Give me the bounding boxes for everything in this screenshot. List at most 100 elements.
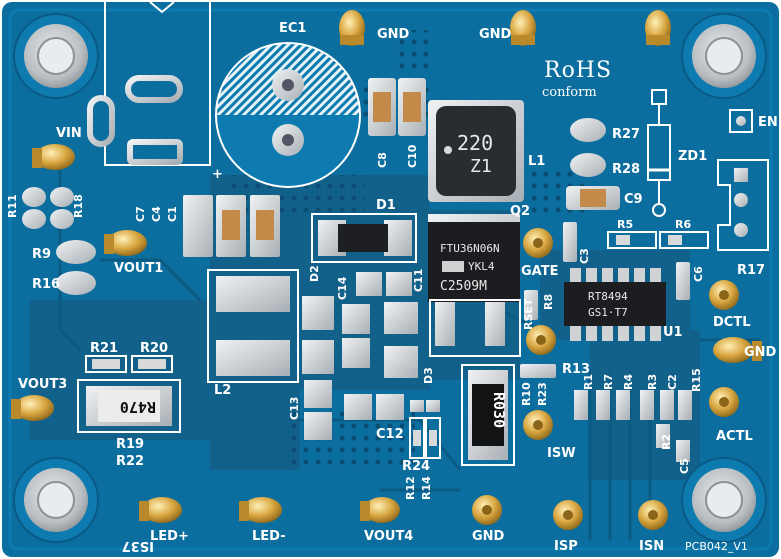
label-gnd: GND xyxy=(479,27,512,42)
ec1-capacitor-footprint: + xyxy=(212,42,361,188)
label-r15: R15 xyxy=(690,368,703,392)
inductor-l1-marking: 220 xyxy=(457,131,493,155)
test-pin-vout4[interactable] xyxy=(360,497,400,523)
test-pin-gate[interactable] xyxy=(523,228,553,258)
label-r6: R6 xyxy=(675,218,691,231)
board-conform-mark: conform xyxy=(542,85,597,100)
label-gnd: GND xyxy=(377,27,410,42)
label-isw: ISW xyxy=(547,446,576,461)
label-vout4: VOUT4 xyxy=(364,529,413,544)
capacitor-c8 xyxy=(368,78,396,136)
label-r23: R23 xyxy=(536,382,549,406)
mounting-hole xyxy=(13,457,99,543)
label-c5: C5 xyxy=(678,458,691,474)
test-pin-isn[interactable] xyxy=(638,500,668,530)
label-r14: R14 xyxy=(420,476,433,500)
label-c3: C3 xyxy=(578,248,591,264)
capacitor-c9 xyxy=(566,186,620,210)
test-pin-gnd[interactable] xyxy=(713,337,762,363)
label-c10: C10 xyxy=(406,144,419,168)
label-zd1: ZD1 xyxy=(678,149,707,164)
label-q2: Q2 xyxy=(510,204,530,219)
label-r20: R20 xyxy=(140,341,168,356)
label-vout3: VOUT3 xyxy=(18,377,67,392)
capacitor-c7 xyxy=(250,195,280,257)
mosfet-marking-brand: YKL4 xyxy=(468,260,495,273)
capacitor-c1 xyxy=(183,195,213,257)
label-r3: R3 xyxy=(646,374,659,390)
test-pin-rset[interactable] xyxy=(526,325,556,355)
mosfet-marking-2: C2509M xyxy=(440,279,487,294)
label-r28: R28 xyxy=(612,162,640,177)
inductor-l2 xyxy=(207,269,299,383)
label-c11: C11 xyxy=(412,269,425,292)
test-pin-actl[interactable] xyxy=(709,387,739,417)
sense-resistor-marking: R030 xyxy=(490,392,508,428)
mosfet-marking-1: FTU36N06N xyxy=(440,242,500,255)
connector-r17 xyxy=(717,159,769,251)
label-gate: GATE xyxy=(521,264,558,279)
label-c14: C14 xyxy=(336,276,349,300)
label-d3: D3 xyxy=(422,367,435,384)
label-r22: R22 xyxy=(116,454,144,469)
board-version: PCB042_V1 xyxy=(685,540,748,553)
label-isp: ISP xyxy=(554,539,578,554)
mosfet-q2: FTU36N06N YKL4 C2509M xyxy=(428,214,521,357)
label-r17: R17 xyxy=(737,263,765,278)
label-r16: R16 xyxy=(32,277,60,292)
label-r12: R12 xyxy=(404,476,417,500)
ic-u1-marking-2: GS1·T7 xyxy=(588,306,628,319)
label-u1: U1 xyxy=(663,325,683,340)
label-led-minus: LED- xyxy=(252,529,286,544)
test-pin-dctl[interactable] xyxy=(709,280,739,310)
label-r1: R1 xyxy=(582,374,595,390)
mounting-hole xyxy=(681,13,767,99)
label-r10: R10 xyxy=(520,382,533,406)
inductor-l1-marking-sub: Z1 xyxy=(470,156,492,177)
test-pin-vin[interactable] xyxy=(32,144,75,170)
label-r4: R4 xyxy=(622,374,635,390)
sense-resistor-r030: R030 xyxy=(461,364,515,466)
svg-text:+: + xyxy=(212,167,223,182)
board-rohs-mark: RoHS xyxy=(544,58,612,83)
test-pin-gnd[interactable] xyxy=(472,495,502,525)
diode-d1 xyxy=(311,213,417,263)
label-c1: C1 xyxy=(166,206,179,222)
label-r18: R18 xyxy=(72,194,85,218)
label-r13: R13 xyxy=(562,362,590,377)
test-pin-vout3[interactable] xyxy=(11,395,54,421)
label-r24: R24 xyxy=(402,459,430,474)
test-pin-vout1[interactable] xyxy=(104,230,147,256)
label-vout1: VOUT1 xyxy=(114,261,163,276)
label-en: EN xyxy=(758,115,778,130)
capacitor-c10 xyxy=(398,78,426,136)
inductor-l1: 220 Z1 xyxy=(428,100,524,202)
test-pin-led-plus[interactable] xyxy=(139,497,182,523)
label-actl: ACTL xyxy=(716,429,753,444)
label-d1: D1 xyxy=(376,198,396,213)
label-r9: R9 xyxy=(32,247,51,262)
test-pin-isw[interactable] xyxy=(523,410,553,440)
test-pin-led-minus[interactable] xyxy=(239,497,282,523)
mounting-hole xyxy=(681,457,767,543)
label-r2: R2 xyxy=(660,434,673,450)
test-pin-gnd[interactable] xyxy=(339,10,365,46)
dc-jack-footprint xyxy=(87,1,211,166)
label-c9: C9 xyxy=(624,192,643,207)
label-r5: R5 xyxy=(617,218,633,231)
ic-u1: RT8494 GS1·T7 xyxy=(564,268,666,341)
label-rset: RSET xyxy=(522,298,535,330)
test-pin-gnd[interactable] xyxy=(645,10,671,46)
label-c8: C8 xyxy=(376,152,389,168)
label-dctl: DCTL xyxy=(713,315,750,330)
label-r11: R11 xyxy=(6,194,19,218)
label-led-plus: LED+ xyxy=(150,529,189,544)
test-pin-gnd[interactable] xyxy=(510,10,536,46)
label-r21: R21 xyxy=(90,341,118,356)
capacitor-c4 xyxy=(216,195,246,257)
label-is37: IS37 xyxy=(122,538,154,553)
ic-u1-marking-1: RT8494 xyxy=(588,290,628,303)
label-c12: C12 xyxy=(376,427,404,442)
test-pin-isp[interactable] xyxy=(553,500,583,530)
